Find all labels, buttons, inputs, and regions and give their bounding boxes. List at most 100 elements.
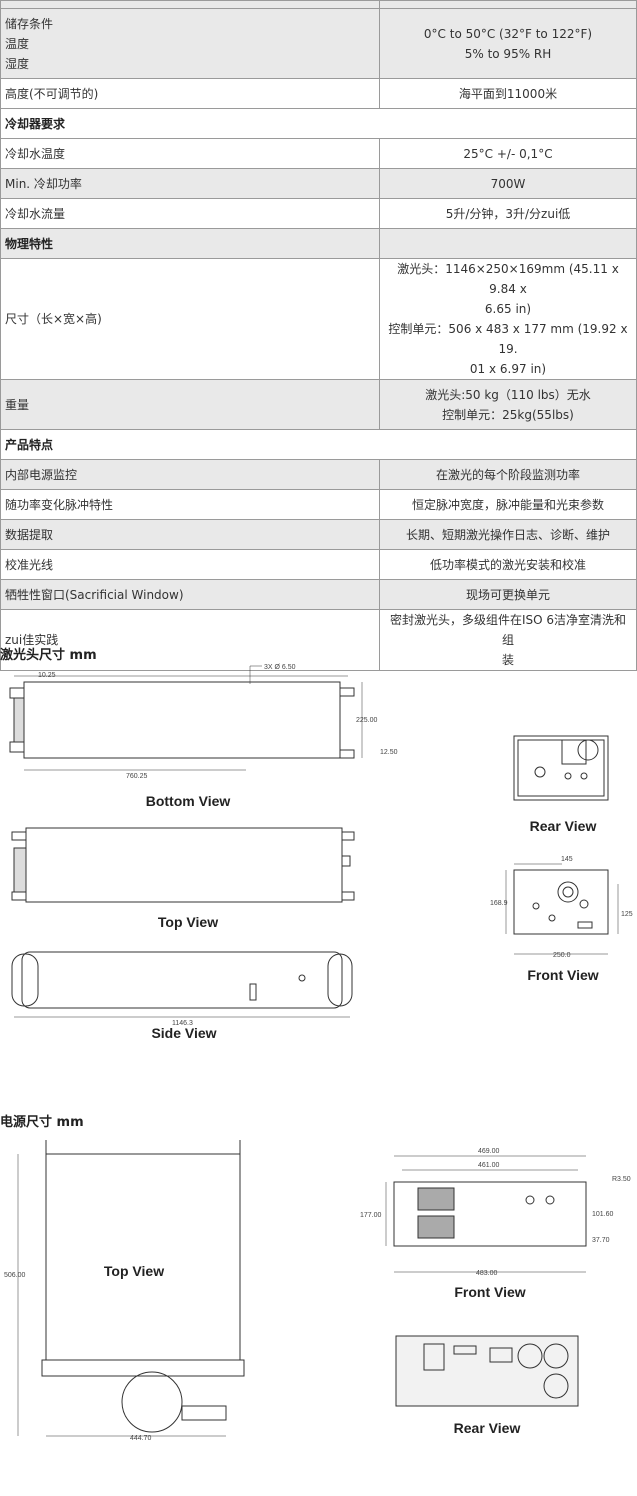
spec-left-line: 物理特性 (5, 236, 54, 251)
spec-left-cell: zui佳实践 (0, 609, 380, 671)
spec-left-cell: 冷却水温度 (0, 138, 380, 169)
laser-side-view-caption: Side View (151, 1025, 216, 1041)
spec-left-cell: 高度(不可调节的) (0, 78, 380, 109)
psu-rear-view-drawing (395, 1335, 579, 1407)
spec-left-cell: 储存条件温度湿度 (0, 8, 380, 79)
spec-right-line: 控制单元：506 x 483 x 177 mm (19.92 x 19. (388, 322, 628, 356)
laser-top-view-caption: Top View (158, 914, 218, 930)
spec-row: 随功率变化脉冲特性 恒定脉冲宽度，脉冲能量和光束参数 (0, 489, 637, 520)
psu-top-view-drawing (17, 1140, 245, 1437)
dim-760-25: 760.25 (126, 773, 148, 780)
spec-left-line: 随功率变化脉冲特性 (5, 497, 114, 512)
spec-right-line: 低功率模式的激光安装和校准 (429, 557, 586, 572)
spec-row: zui佳实践 密封激光头，多级组件在ISO 6洁净室清洗和组装 (0, 609, 637, 671)
dim-250: 250.0 (553, 952, 571, 959)
spec-row: 产品特点 (0, 429, 637, 460)
psu-top-view-caption: Top View (104, 1263, 164, 1279)
spec-right-cell (379, 228, 637, 259)
spec-left-cell: 牺牲性窗口(Sacrificial Window) (0, 579, 380, 610)
spec-right-cell: 密封激光头，多级组件在ISO 6洁净室清洗和组装 (379, 609, 637, 671)
spec-row: 尺寸（长×宽×高)激光头：1146×250×169mm (45.11 x 9.8… (0, 258, 637, 380)
spec-row: 冷却水温度 25°C +/- 0,1°C (0, 138, 637, 169)
spec-right-line: 激光头:50 kg（110 lbs）无水 (425, 387, 591, 402)
spec-row: 高度(不可调节的) 海平面到11000米 (0, 78, 637, 109)
spec-left-line: 数据提取 (5, 527, 54, 542)
laser-front-view-drawing (505, 863, 619, 955)
spec-right-line: 6.65 in) (484, 302, 532, 316)
spec-right-cell: 海平面到11000米 (379, 78, 637, 109)
spec-left-cell: 冷却器要求 (0, 108, 637, 139)
spec-left-line: 储存条件 (5, 16, 54, 31)
spec-left-line: zui佳实践 (5, 633, 59, 647)
dim-12-50: 12.50 (380, 749, 398, 756)
spec-left-line: 温度 (5, 36, 30, 51)
spec-left-line: 内部电源监控 (5, 467, 78, 482)
spec-right-line: 控制单元：25kg(55lbs) (442, 407, 574, 422)
dim-145: 145 (561, 856, 573, 863)
laser-top-view-drawing (11, 827, 355, 903)
spec-row: 重量 激光头:50 kg（110 lbs）无水控制单元：25kg(55lbs) (0, 379, 637, 430)
psu-rear-view-caption: Rear View (454, 1420, 521, 1436)
spec-right-line: 01 x 6.97 in) (469, 362, 547, 376)
psu-front-view-drawing (385, 1155, 587, 1273)
spec-right-line: 25°C +/- 0,1°C (463, 146, 553, 161)
dim-37-70: 37.70 (592, 1237, 610, 1244)
spec-row: 内部电源监控 在激光的每个阶段监测功率 (0, 459, 637, 490)
laser-head-heading: 激光头尺寸 mm (0, 648, 97, 663)
spec-left-cell: 校准光线 (0, 549, 380, 580)
spec-right-line: 在激光的每个阶段监测功率 (435, 467, 580, 482)
spec-row (0, 0, 637, 9)
spec-left-cell: 尺寸（长×宽×高) (0, 258, 380, 380)
spec-left-line: 牺牲性窗口(Sacrificial Window) (5, 587, 184, 602)
spec-right-line: 装 (501, 653, 514, 667)
spec-left-line: 冷却水流量 (5, 206, 66, 221)
laser-side-view-drawing (11, 951, 353, 1018)
spec-right-line: 长期、短期激光操作日志、诊断、维护 (405, 527, 610, 542)
spec-left-line: 高度(不可调节的) (5, 86, 99, 101)
spec-left-line: 冷却器要求 (5, 116, 66, 131)
power-supply-heading: 电源尺寸 mm (0, 1115, 84, 1130)
spec-right-cell: 在激光的每个阶段监测功率 (379, 459, 637, 490)
spec-left-line: 重量 (5, 397, 30, 412)
spec-right-cell: 激光头:50 kg（110 lbs）无水控制单元：25kg(55lbs) (379, 379, 637, 430)
spec-right-line: 恒定脉冲宽度，脉冲能量和光束参数 (411, 497, 604, 512)
psu-front-view-caption: Front View (454, 1284, 525, 1300)
spec-row: 冷却水流量 5升/分钟，3升/分zui低 (0, 198, 637, 229)
spec-row: 数据提取 长期、短期激光操作日志、诊断、维护 (0, 519, 637, 550)
spec-right-cell (379, 0, 637, 9)
spec-right-line: 5% to 95% RH (464, 46, 552, 61)
dim-101-60: 101.60 (592, 1211, 614, 1218)
dim-1146-3: 1146.3 (172, 1020, 193, 1027)
spec-right-line: 激光头：1146×250×169mm (45.11 x 9.84 x (397, 262, 619, 296)
spec-right-cell: 恒定脉冲宽度，脉冲能量和光束参数 (379, 489, 637, 520)
dim-506: 506.00 (4, 1272, 26, 1279)
laser-bottom-view-caption: Bottom View (146, 793, 231, 809)
laser-front-view-caption: Front View (527, 967, 598, 983)
spec-left-cell: 数据提取 (0, 519, 380, 550)
spec-row: 冷却器要求 (0, 108, 637, 139)
dim-168-9: 168.9 (490, 900, 508, 907)
spec-right-line: 0°C to 50°C (32°F to 122°F) (423, 26, 593, 41)
dim-177: 177.00 (360, 1212, 382, 1219)
dim-469: 469.00 (478, 1148, 500, 1155)
laser-rear-view-drawing (513, 735, 609, 801)
spec-right-cell: 低功率模式的激光安装和校准 (379, 549, 637, 580)
laser-rear-view-caption: Rear View (530, 818, 597, 834)
spec-right-cell: 0°C to 50°C (32°F to 122°F) 5% to 95% RH (379, 8, 637, 79)
spec-left-line: 校准光线 (5, 557, 54, 572)
spec-right-line: 海平面到11000米 (458, 86, 558, 101)
spec-right-cell: 25°C +/- 0,1°C (379, 138, 637, 169)
spec-left-cell: 冷却水流量 (0, 198, 380, 229)
dim-225: 225.00 (356, 717, 378, 724)
dim-483: 483.00 (476, 1270, 498, 1277)
spec-right-cell: 激光头：1146×250×169mm (45.11 x 9.84 x 6.65 i… (379, 258, 637, 380)
spec-left-line: 产品特点 (5, 437, 54, 452)
dim-10-25: 10.25 (38, 672, 56, 679)
spec-right-cell: 现场可更换单元 (379, 579, 637, 610)
dim-125: 125 (621, 911, 633, 918)
spec-right-cell: 700W (379, 168, 637, 199)
spec-right-line: 5升/分钟，3升/分zui低 (445, 206, 571, 221)
dim-444-70: 444.70 (130, 1435, 152, 1442)
